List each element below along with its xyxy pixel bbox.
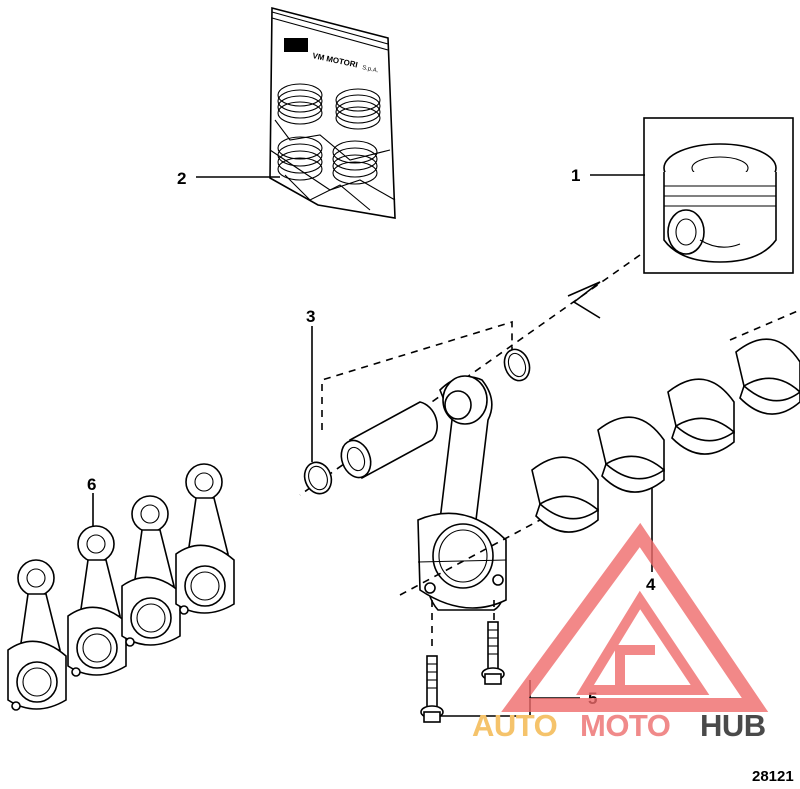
ring-stack-lower-right	[332, 140, 378, 185]
package-suffix-text: S.p.A.	[362, 65, 380, 74]
connecting-rod-main	[417, 375, 507, 611]
callout-3: 3	[306, 307, 315, 326]
watermark-word-moto: MOTO	[580, 708, 670, 743]
bearing-shell-4	[735, 338, 800, 415]
figure-number: 28121	[752, 768, 794, 785]
callout-6: 6	[87, 475, 96, 494]
rod-bolt-left	[420, 655, 444, 723]
rod-set-rod-3	[121, 495, 181, 647]
rod-set-rod-2	[67, 525, 127, 677]
callout-2: 2	[177, 169, 186, 188]
watermark-word-hub: HUB	[700, 708, 766, 743]
bearing-shell-1	[531, 456, 599, 533]
piston-ring-package: VM MOTORI S.p.A.	[269, 6, 396, 219]
callout-4: 4	[646, 575, 656, 594]
watermark-logo	[501, 522, 769, 712]
ring-stack-upper-right	[335, 88, 381, 130]
rod-bolt-right	[481, 621, 505, 685]
ring-stack-upper-left	[277, 83, 323, 125]
bearing-shell-3	[667, 378, 735, 455]
rod-set-rod-4	[175, 463, 235, 615]
watermark-text: AUTO MOTO HUB	[472, 708, 766, 743]
package-logo	[284, 38, 308, 52]
piston-pin	[340, 401, 438, 480]
watermark-word-auto: AUTO	[472, 708, 557, 743]
piston-inset	[643, 117, 794, 274]
retaining-ring-right	[503, 348, 531, 382]
connecting-rod-set	[7, 463, 235, 711]
ring-stack-lower-left	[277, 136, 323, 181]
callout-1: 1	[571, 166, 580, 185]
rod-set-rod-1	[7, 559, 67, 711]
retaining-ring-left	[303, 461, 333, 495]
bearing-shell-2	[597, 416, 665, 493]
